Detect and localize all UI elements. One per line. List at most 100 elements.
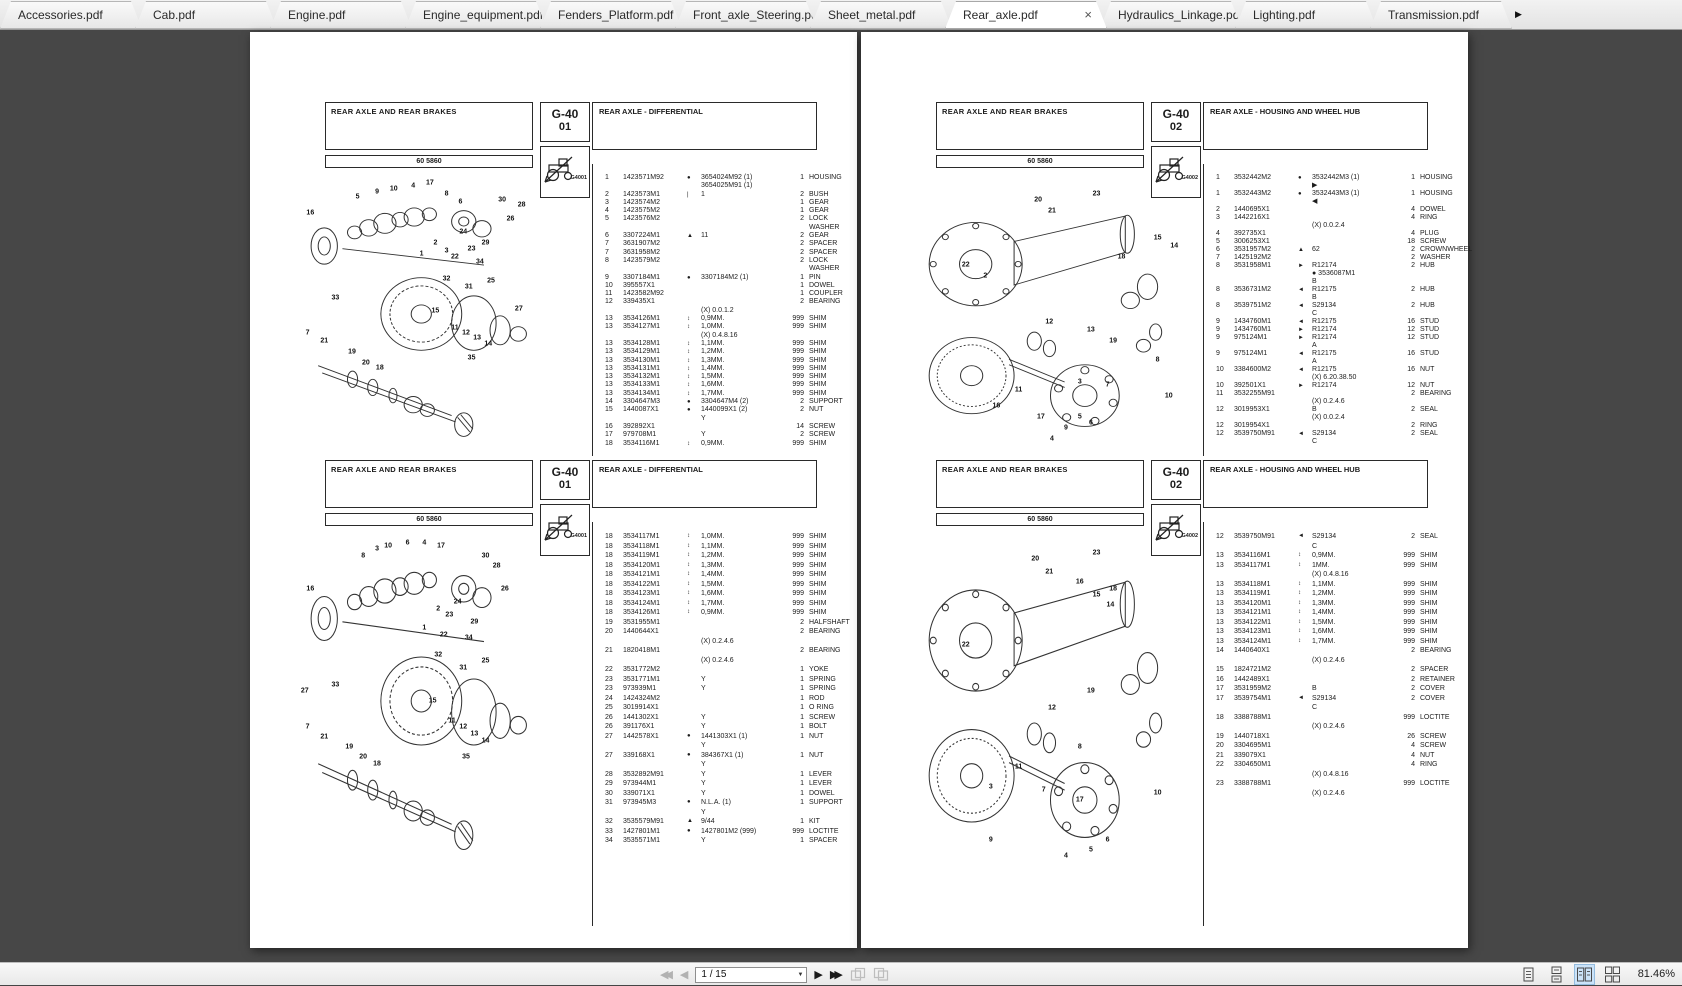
tab-lighting-pdf[interactable]: Lighting.pdf [1235, 1, 1377, 29]
page-indicator-combobox[interactable]: 1 / 15 ▼ [695, 967, 807, 983]
col-sym: ↕ [687, 542, 701, 552]
col-qty: 999 [1398, 713, 1420, 732]
col-sym: ↕ [687, 357, 701, 365]
col-qty: 4 [1398, 751, 1420, 761]
previous-view-button[interactable] [850, 967, 866, 982]
tab-cab-pdf[interactable]: Cab.pdf [135, 1, 277, 29]
ref-number: 02 [1152, 121, 1200, 133]
col-item: 27 [605, 732, 623, 751]
col-desc: SHIM [1420, 608, 1456, 618]
col-qty: 999 [787, 373, 809, 381]
col-desc: SPACER [809, 836, 845, 846]
diagram-callout: 19 [1087, 688, 1095, 695]
tab-transmission-pdf[interactable]: Transmission.pdf [1370, 1, 1512, 29]
col-qty: 2 [1398, 430, 1420, 446]
col-alt: Y [701, 770, 787, 780]
col-item: 17 [1216, 694, 1234, 713]
col-part: 3534122M1 [1234, 618, 1298, 628]
col-desc: NUT [1420, 382, 1456, 390]
first-page-button[interactable]: ◀◀ [660, 968, 673, 981]
tab-sheet_metal-pdf[interactable]: Sheet_metal.pdf [810, 1, 952, 29]
tab-accessories-pdf[interactable]: Accessories.pdf [0, 1, 142, 29]
previous-page-button[interactable]: ◀ [680, 968, 688, 981]
tab-overflow-icon[interactable]: ▶ [1515, 9, 1522, 20]
next-page-button[interactable]: ▶ [814, 968, 822, 981]
tab-fenders_platform-pdf[interactable]: Fenders_Platform.pdf [540, 1, 682, 29]
tab-label: Engine_equipment.pdf [423, 8, 543, 22]
col-qty: 2 [787, 215, 809, 232]
col-desc: SUPPORT [809, 798, 845, 817]
col-item: 30 [605, 789, 623, 799]
two-page-view-button[interactable] [1575, 965, 1594, 984]
col-part: 391176X1 [623, 722, 687, 732]
diagram-callout: 29 [482, 240, 490, 247]
single-page-view-button[interactable] [1519, 965, 1538, 984]
col-alt: 1,0MM. [701, 532, 787, 542]
tab-front_axle_steering-pdf[interactable]: Front_axle_Steering.pdf [675, 1, 817, 29]
col-qty: 2 [1398, 665, 1420, 675]
section-code-box: 60 5860 [936, 513, 1144, 526]
col-qty: 2 [1398, 246, 1420, 254]
tab-hydraulics_linkage-pdf[interactable]: Hydraulics_Linkage.pdf [1100, 1, 1242, 29]
next-view-button[interactable] [873, 967, 889, 982]
col-item: 4 [1216, 230, 1234, 238]
col-qty: 18 [1398, 238, 1420, 246]
col-part: 3304647M3 [623, 398, 687, 406]
col-sym [687, 789, 701, 799]
col-alt: (X) 0.2.4.6 [1312, 390, 1398, 406]
col-qty: 999 [787, 315, 809, 323]
col-item: 8 [605, 257, 623, 274]
diagram-callout: 11 [1015, 764, 1022, 771]
diagram-callout: 7 [1106, 381, 1110, 388]
last-page-button[interactable]: ▶▶ [830, 968, 843, 981]
col-alt: 1,6MM. [701, 381, 787, 389]
tab-close-icon[interactable]: × [1084, 1, 1092, 28]
col-desc: STUD [1420, 318, 1456, 326]
diagram-callout: 28 [493, 562, 501, 569]
diagram-callout: 33 [331, 681, 339, 688]
col-alt: Y [701, 836, 787, 846]
diagram-callout: 27 [515, 305, 523, 312]
tab-rear_axle-pdf[interactable]: Rear_axle.pdf × [945, 1, 1107, 29]
diagram-callout: 21 [320, 338, 328, 345]
col-sym [1298, 751, 1312, 761]
tab-label: Front_axle_Steering.pdf [693, 8, 817, 22]
differential-diagram-drawing [302, 536, 580, 866]
tab-label: Rear_axle.pdf [963, 8, 1038, 22]
col-item: 10 [605, 282, 623, 290]
col-sym: ↕ [1298, 589, 1312, 599]
col-alt [1312, 665, 1398, 675]
col-item: 17 [1216, 684, 1234, 694]
col-qty: 2 [787, 398, 809, 406]
two-page-continuous-view-button[interactable] [1603, 965, 1622, 984]
col-item: 16 [605, 423, 623, 431]
continuous-view-button[interactable] [1547, 965, 1566, 984]
tab-engine_equipment-pdf[interactable]: Engine_equipment.pdf [405, 1, 547, 29]
col-desc: NUT [1420, 751, 1456, 761]
diagram-callout: 2 [436, 605, 440, 612]
col-alt: S29134 C [1312, 532, 1398, 551]
col-alt [1312, 238, 1398, 246]
col-item: 18 [605, 608, 623, 618]
col-qty: 1 [787, 290, 809, 298]
col-qty: 1 [787, 174, 809, 191]
col-sym [1298, 741, 1312, 751]
col-part: 3534121M1 [1234, 608, 1298, 618]
tab-engine-pdf[interactable]: Engine.pdf [270, 1, 412, 29]
